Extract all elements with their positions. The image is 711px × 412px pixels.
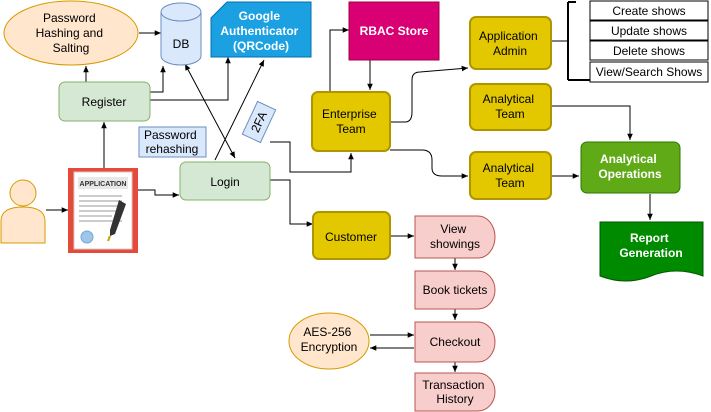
aes-encryption-node[interactable]: AES-256 Encryption <box>288 312 370 370</box>
edge-db-login <box>184 63 236 159</box>
application-document-label: APPLICATION <box>80 181 127 188</box>
application-admin-label: Application Admin <box>479 29 541 58</box>
rbac-store-node[interactable]: RBAC Store <box>348 1 440 61</box>
book-tickets-node[interactable]: Book tickets <box>414 270 496 310</box>
checkout-label: Checkout <box>430 335 481 349</box>
enterprise-team-node[interactable]: Enterprise Team <box>311 91 391 152</box>
edge-login-customer <box>270 179 313 227</box>
delete-shows-label: Delete shows <box>613 44 685 58</box>
analytical-operations-label: Analytical Operations <box>598 152 662 181</box>
analytical-team-2-label: Analytical Team <box>483 161 538 190</box>
password-hashing-label: Password Hashing and Salting <box>36 11 107 55</box>
checkout-node[interactable]: Checkout <box>414 321 496 363</box>
edge-login-google <box>214 59 265 161</box>
create-shows-label: Create shows <box>612 4 685 18</box>
register-node[interactable]: Register <box>58 81 151 122</box>
password-rehashing-label: Password rehashing <box>144 128 200 156</box>
view-showings-label: View showings <box>430 222 480 251</box>
edge-app-login <box>138 189 179 198</box>
database-icon <box>160 2 202 22</box>
edge-enterprise-analytical2 <box>390 149 468 179</box>
password-hashing-node[interactable]: Password Hashing and Salting <box>3 0 139 66</box>
analytical-team-1-label: Analytical Team <box>483 92 538 121</box>
db-label: DB <box>173 37 190 51</box>
analytical-team-1-node[interactable]: Analytical Team <box>469 83 552 131</box>
application-document-icon[interactable]: APPLICATION <box>68 168 138 253</box>
delete-shows-item[interactable]: Delete shows <box>589 40 709 61</box>
customer-node[interactable]: Customer <box>312 211 391 260</box>
book-tickets-label: Book tickets <box>423 283 488 297</box>
password-rehashing-node[interactable]: Password rehashing <box>138 126 207 158</box>
login-node[interactable]: Login <box>179 161 271 201</box>
register-label: Register <box>82 95 127 109</box>
enterprise-team-label: Enterprise Team <box>322 107 380 136</box>
view-showings-node[interactable]: View showings <box>414 215 496 259</box>
google-authenticator-label: Google Authenticator (QRCode) <box>220 9 301 53</box>
analytical-operations-node[interactable]: Analytical Operations <box>580 141 681 194</box>
transaction-history-node[interactable]: Transaction History <box>414 372 496 412</box>
google-authenticator-node[interactable]: Google Authenticator (QRCode) <box>210 1 312 58</box>
analytical-team-2-node[interactable]: Analytical Team <box>469 151 552 200</box>
customer-label: Customer <box>325 230 377 244</box>
edges <box>46 1 653 372</box>
report-generation-label: Report Generation <box>619 231 682 260</box>
edge-analytical1-operations <box>551 105 633 140</box>
edge-login-enterprise <box>270 141 354 173</box>
update-shows-label: Update shows <box>611 24 687 38</box>
login-label: Login <box>210 175 239 189</box>
update-shows-item[interactable]: Update shows <box>589 20 709 41</box>
edge-enterprise-rbac <box>329 27 349 93</box>
two-fa-node[interactable]: 2FA <box>241 100 277 144</box>
rbac-store-label: RBAC Store <box>360 24 429 38</box>
database-node[interactable]: DB <box>160 2 202 66</box>
view-search-shows-label: View/Search Shows <box>596 65 703 79</box>
application-admin-node[interactable]: Application Admin <box>469 16 552 70</box>
operations-bracket <box>567 1 590 81</box>
edge-enterprise-admin <box>390 65 469 123</box>
view-search-shows-item[interactable]: View/Search Shows <box>589 61 709 83</box>
create-shows-item[interactable]: Create shows <box>589 0 709 21</box>
transaction-history-label: Transaction History <box>422 378 488 406</box>
show-operations-list: Create shows Update shows Delete shows V… <box>589 0 709 83</box>
report-generation-node[interactable]: Report Generation <box>599 221 704 282</box>
aes-encryption-label: AES-256 Encryption <box>301 325 358 354</box>
edge-register-db <box>150 66 166 93</box>
user-icon <box>0 179 46 244</box>
